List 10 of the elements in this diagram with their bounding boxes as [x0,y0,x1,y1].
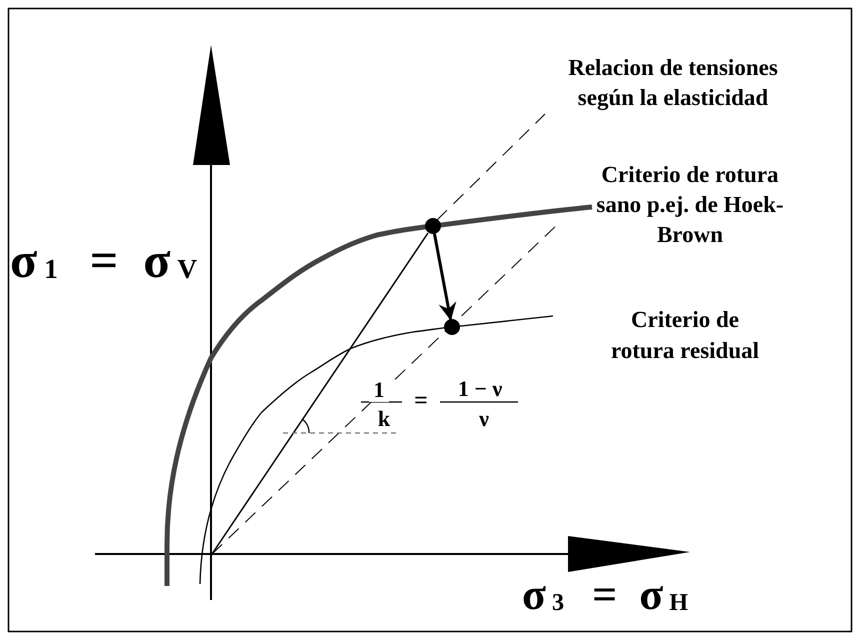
curve-label: Relacion de tensiones según la elasticidad [567,54,779,112]
curve-label: Criterio de rotura residual [610,306,760,366]
formula-text: k [376,406,392,432]
formula-text: 1 − ν [456,376,504,402]
arrow [433,234,456,321]
point-dot [425,218,441,234]
point-dot [444,319,460,335]
curve-label: Criterio de rotura sano p.ej. de Hoek-Brown [595,161,785,249]
formula-text: ν [478,406,490,432]
formula-text: = [413,388,429,416]
